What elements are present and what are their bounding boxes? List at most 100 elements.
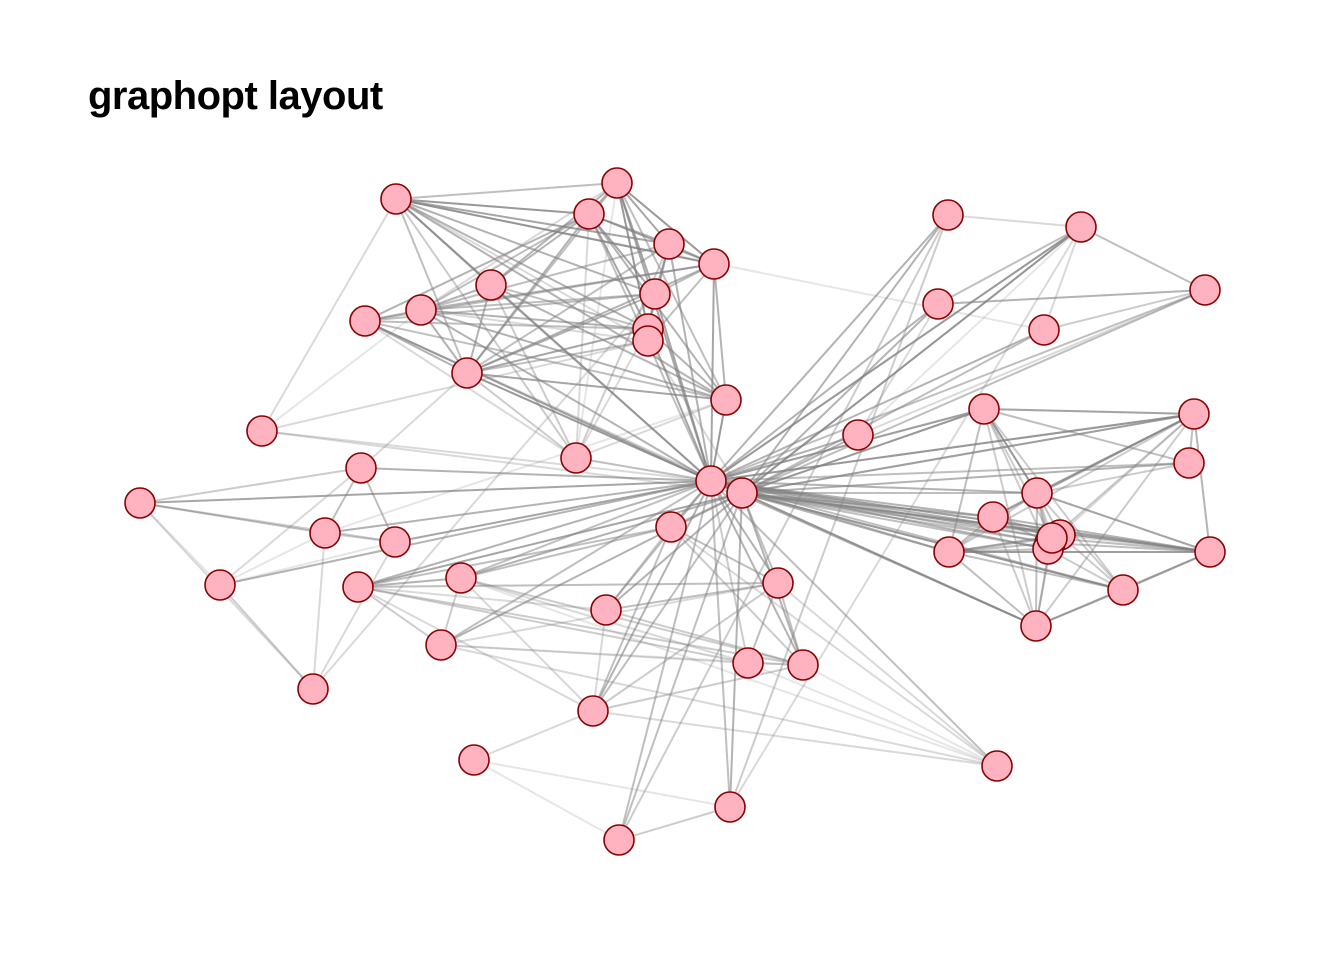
- graph-edge: [710, 303, 939, 482]
- graph-node: [1028, 314, 1060, 346]
- graph-edge: [219, 584, 314, 690]
- graph-edge: [357, 586, 442, 646]
- graph-edge: [575, 399, 727, 459]
- graph-edge: [592, 582, 779, 712]
- graph-node: [379, 526, 411, 558]
- graph-edge: [490, 213, 590, 286]
- graph-edge: [741, 408, 985, 494]
- graph-edge: [466, 372, 577, 459]
- graph-edge: [357, 577, 462, 588]
- graph-edge: [605, 582, 779, 611]
- graph-node: [451, 357, 483, 389]
- graph-edge: [592, 609, 607, 712]
- graph-edge: [1122, 551, 1211, 591]
- graph-edge: [616, 182, 727, 401]
- graph-node: [1178, 398, 1210, 430]
- graph-node: [1107, 574, 1139, 606]
- graph-edge: [1036, 462, 1190, 494]
- graph-edge: [605, 609, 804, 666]
- graph-edge: [747, 662, 998, 767]
- graph-node: [732, 647, 764, 679]
- graph-edge: [592, 526, 672, 712]
- graph-edge: [983, 408, 1049, 550]
- graph-edge: [324, 399, 727, 534]
- graph-node: [590, 594, 622, 626]
- node-layer: [124, 167, 1226, 856]
- graph-edge: [710, 289, 1206, 482]
- graph-edge: [466, 328, 649, 374]
- graph-edge: [729, 226, 1082, 808]
- graph-edge: [802, 664, 998, 767]
- graph-edge: [710, 214, 949, 482]
- graph-node: [1194, 536, 1226, 568]
- graph-edge: [741, 492, 1211, 553]
- graph-edge: [575, 182, 618, 459]
- graph-edge: [460, 577, 998, 767]
- graph-edge: [219, 532, 326, 586]
- graph-edge: [729, 492, 743, 808]
- graph-edge: [937, 226, 1082, 305]
- graph-node: [710, 384, 742, 416]
- graph-edge: [948, 408, 985, 553]
- graph-node: [933, 536, 965, 568]
- graph-node: [977, 501, 1009, 533]
- graph-edge: [364, 213, 590, 322]
- graph-edge: [395, 198, 649, 330]
- graph-node: [1189, 274, 1221, 306]
- graph-node: [1065, 211, 1097, 243]
- graph-edge: [473, 759, 731, 808]
- graph-edge: [710, 480, 749, 664]
- graph-edge: [440, 480, 712, 646]
- graph-edge: [364, 320, 712, 482]
- graph-edge: [1036, 492, 1124, 591]
- graph-node: [922, 288, 954, 320]
- graph-edge: [983, 408, 1053, 539]
- graph-node: [345, 452, 377, 484]
- graph-edge: [741, 492, 994, 518]
- graph-edge: [460, 577, 594, 712]
- graph-edge: [937, 289, 1206, 305]
- graph-node: [695, 465, 727, 497]
- graph-edge: [575, 457, 712, 482]
- graph-edge: [647, 340, 743, 494]
- graph-edge: [139, 502, 326, 534]
- graph-edge: [1035, 413, 1195, 627]
- graph-node: [458, 744, 490, 776]
- graph-edge: [460, 526, 672, 579]
- graph-node: [380, 183, 412, 215]
- graph-edge: [473, 710, 594, 761]
- graph-edge: [490, 284, 712, 482]
- graph-edge: [460, 492, 743, 579]
- graph-node: [698, 248, 730, 280]
- graph-edge: [741, 214, 949, 494]
- graph-edge: [741, 492, 1037, 627]
- graph-edge: [857, 303, 939, 436]
- graph-edge: [466, 340, 649, 374]
- graph-edge: [440, 644, 998, 767]
- graph-edge: [605, 526, 672, 611]
- graph-node: [560, 442, 592, 474]
- graph-edge: [992, 516, 1037, 627]
- graph-edge: [983, 408, 1124, 591]
- graph-node: [204, 569, 236, 601]
- graph-node: [714, 791, 746, 823]
- graph-edge: [983, 408, 1190, 464]
- graph-edge: [364, 320, 577, 459]
- graph-node: [577, 695, 609, 727]
- graph-node: [726, 477, 758, 509]
- graph-edge: [490, 284, 649, 330]
- graph-edge: [420, 243, 670, 311]
- graph-node: [655, 511, 687, 543]
- graph-node: [787, 649, 819, 681]
- graph-edge: [395, 198, 590, 215]
- graph-edge: [219, 467, 362, 586]
- graph-edge: [473, 759, 620, 841]
- graph-edge: [139, 502, 221, 586]
- graph-edge: [616, 182, 649, 330]
- graph-node: [932, 199, 964, 231]
- graph-edge: [395, 198, 670, 245]
- graph-edge: [261, 340, 649, 432]
- graph-edge: [647, 328, 712, 482]
- graph-edge: [420, 213, 590, 311]
- graph-edge: [139, 480, 712, 504]
